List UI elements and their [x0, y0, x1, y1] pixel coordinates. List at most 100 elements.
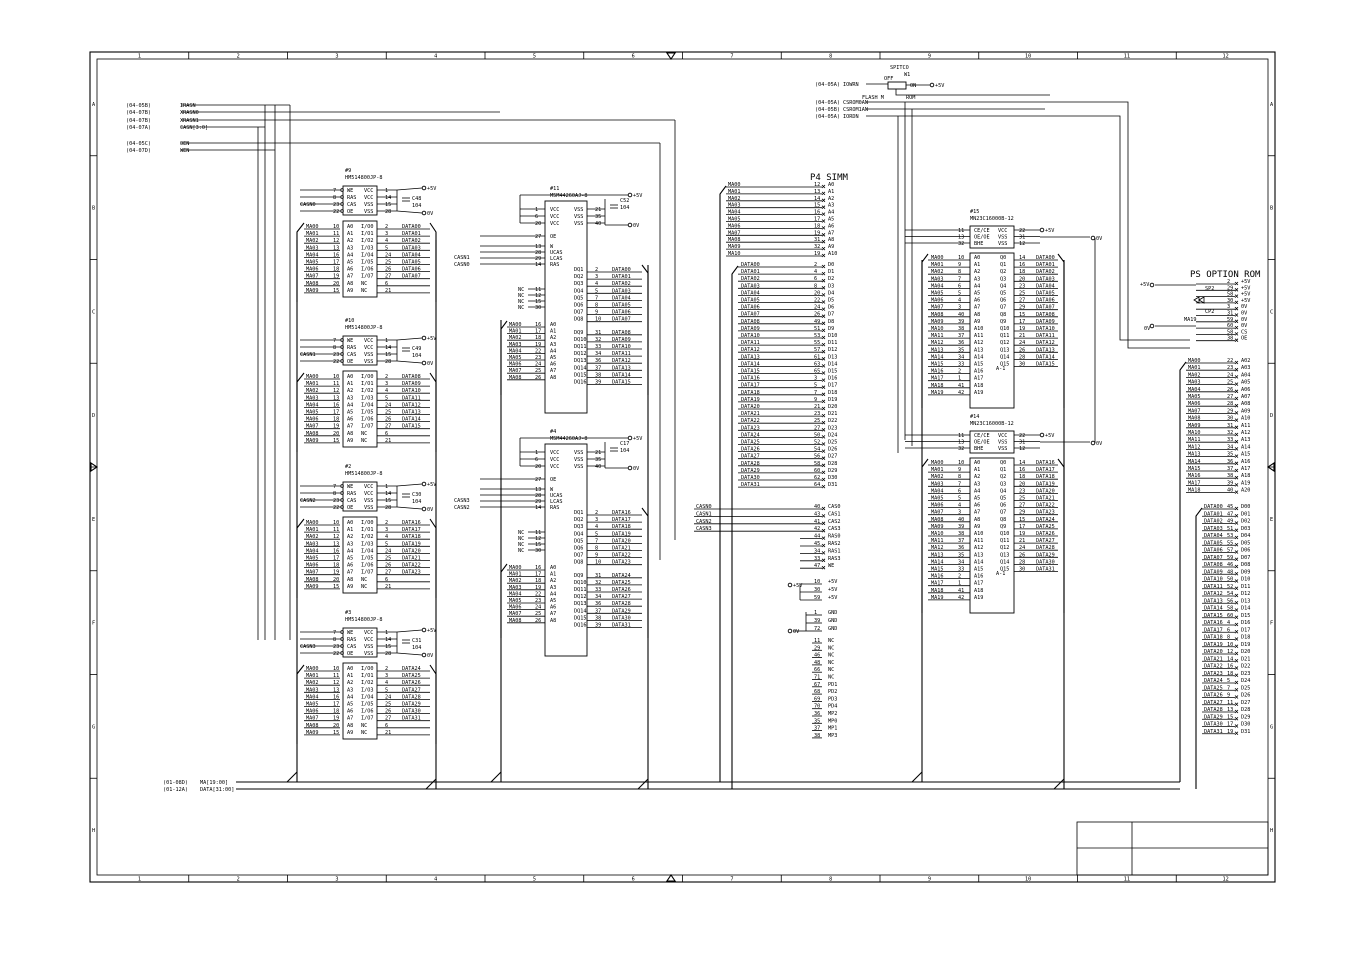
cas-label: CASN3: [454, 498, 470, 504]
label-text: I/O6: [361, 417, 374, 423]
label-text: 9: [958, 467, 961, 473]
label-text: A02: [1241, 358, 1250, 364]
label-text: 18: [1019, 474, 1025, 480]
label-text: Q7: [1000, 510, 1006, 516]
label-text: 6: [958, 488, 961, 494]
label-text: 20: [535, 464, 541, 470]
label-text: CE/CE: [974, 433, 990, 439]
label-text: 27: [385, 570, 391, 576]
data-net: DATA20: [612, 538, 631, 544]
addr-net: MA08: [306, 723, 319, 729]
row-label-left: A: [92, 102, 96, 108]
signal-name: IRASN: [180, 103, 196, 109]
label-text: 20: [1019, 276, 1025, 282]
addr-net: MA01: [728, 189, 741, 195]
column-label-bottom: 9: [928, 877, 931, 883]
label-text: CAS: [347, 498, 356, 504]
label-text: 59: [1227, 317, 1233, 323]
label-text: 38: [595, 372, 601, 378]
data-net: DATA29: [402, 702, 421, 708]
label-text: 1: [958, 581, 961, 587]
column-label-top: 3: [335, 54, 338, 60]
label-text: 32: [595, 580, 601, 586]
data-net: DATA06: [1204, 548, 1223, 554]
data-net: DATA17: [1204, 627, 1223, 633]
label-text: 3: [958, 510, 961, 516]
label-text: 4: [385, 238, 388, 244]
center-mark-right-icon: [1267, 461, 1275, 473]
connector-pin-icon: [1234, 418, 1239, 422]
label-text: NC: [518, 293, 524, 299]
label-text: NC: [361, 584, 367, 590]
label-text: D18: [1241, 635, 1250, 641]
label-text: 13: [535, 244, 541, 250]
label-text: Q15: [1000, 567, 1009, 573]
data-bus-stub: [429, 664, 437, 744]
data-net: DATA13: [402, 410, 421, 416]
label-text: 24: [385, 548, 391, 554]
label-text: A06: [1241, 387, 1250, 393]
label-text: A8: [347, 281, 353, 287]
rom-signal-ref: (04-05B): [815, 107, 840, 113]
addr-net: MA14: [931, 559, 944, 565]
signal-ref: (04-05B): [126, 103, 151, 109]
signal-ref: (04-07D): [126, 148, 151, 154]
connector-pin-icon: [1234, 564, 1239, 569]
label-text: 10: [595, 317, 601, 323]
label-text: 29: [1227, 408, 1233, 414]
connector-pin-icon: [821, 357, 826, 361]
label-text: A10: [1241, 416, 1250, 422]
label-text: 27: [814, 425, 820, 431]
label-text: 58: [1227, 329, 1233, 335]
addr-net: MA05: [509, 355, 522, 361]
label-text: VSS: [364, 359, 373, 365]
label-text: A6: [347, 563, 353, 569]
label-text: A5: [347, 410, 353, 416]
data-net: DATA03: [612, 288, 631, 294]
label-text: 23: [1019, 488, 1025, 494]
label-text: OE: [347, 651, 353, 657]
label-text: A0: [347, 520, 353, 526]
label-text: D06: [1241, 548, 1250, 554]
label-text: 3: [595, 274, 598, 280]
label-text: I/O4: [361, 694, 374, 700]
label-text: DQ6: [574, 303, 583, 309]
label-text: 31: [814, 237, 820, 243]
addr-bus-stub: [296, 664, 305, 744]
switch-flash-label: FLASH M: [862, 95, 884, 101]
addr-net: MA04: [931, 283, 944, 289]
label-text: I/O7: [361, 274, 374, 280]
label-text: 17: [333, 260, 339, 266]
label-text: 38: [958, 531, 964, 537]
connector-pin-icon: [1234, 389, 1239, 394]
addr-net: MA06: [1188, 401, 1201, 407]
addr-net: MA03: [1188, 380, 1201, 386]
dram-ctrl-body: [342, 481, 378, 512]
label-text: A19: [974, 390, 983, 396]
label-text: 22: [535, 348, 541, 354]
label-text: D0: [828, 262, 834, 268]
label-text: Q5: [1000, 291, 1006, 297]
label-text: 15: [814, 203, 820, 209]
data-net: DATA24: [1036, 517, 1055, 523]
label-text: DQ3: [574, 281, 583, 287]
label-text: D09: [1241, 569, 1250, 575]
label-text: A5: [974, 291, 980, 297]
addr-net: MA05: [1188, 394, 1201, 400]
label-text: DQ14: [574, 608, 587, 614]
label-text: OE: [347, 209, 353, 215]
label-text: DQ3: [574, 524, 583, 530]
label-text: 63: [814, 361, 820, 367]
label-text: 52: [1227, 584, 1233, 590]
addr-net: MA01: [509, 572, 522, 578]
data-net: DATA07: [1036, 305, 1055, 311]
label-text: CE/CE: [974, 228, 990, 234]
label-text: 15: [333, 584, 339, 590]
label-text: Q4: [1000, 488, 1006, 494]
label-text: A05: [1241, 380, 1250, 386]
label-text: 28: [1227, 401, 1233, 407]
addr-net: MA03: [306, 541, 319, 547]
label-text: 6: [535, 457, 538, 463]
label-text: NC: [361, 288, 367, 294]
label-text: 49: [1227, 519, 1233, 525]
